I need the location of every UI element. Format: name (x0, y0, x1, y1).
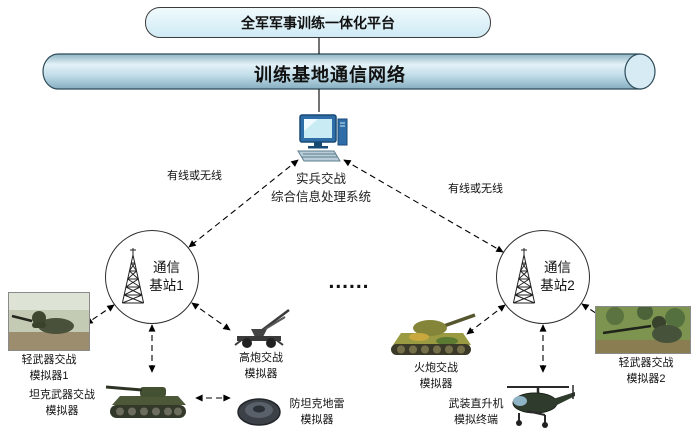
label-artillery-simulator: 火炮交战 模拟器 (414, 362, 458, 390)
tank-icon (105, 385, 186, 418)
label-aa-gun-simulator: 高炮交战 模拟器 (239, 352, 283, 380)
arrow-computer-station2 (343, 159, 504, 253)
aa-gun-icon (234, 309, 290, 348)
label-tank-simulator: 坦克武器交战 模拟器 (29, 389, 95, 417)
station1-label-line1: 通信 (152, 260, 180, 276)
anti-tank-mine-photo (235, 393, 283, 429)
processor-label: 实兵交战 综合信息处理系统 (246, 171, 396, 206)
computer-icon (297, 114, 348, 162)
computer-terminal (294, 113, 348, 165)
antenna-tower-icon (122, 248, 145, 304)
station1-label: 通信 基站1 (149, 259, 184, 294)
station2-label-line1: 通信 (543, 260, 571, 276)
link-label-right: 有线或无线 (448, 183, 503, 195)
helicopter-terminal-photo (505, 377, 577, 435)
arrow-station1-light1 (85, 304, 115, 325)
label-light-weapon-simulator-1: 轻武器交战 模拟器1 (21, 354, 77, 382)
base-station-1: 通信 基站1 (105, 230, 199, 324)
link-label-left: 有线或无线 (167, 170, 222, 182)
base-station-2: 通信 基站2 (496, 230, 590, 324)
tank-simulator-photo (102, 377, 192, 421)
light-weapon-simulator-2-photo (595, 304, 691, 354)
station2-label: 通信 基站2 (540, 259, 575, 294)
light-weapon-simulator-1-photo (8, 292, 90, 351)
helicopter-icon (507, 385, 575, 428)
station1-label-line2: 基站1 (149, 278, 184, 293)
mine-icon (237, 398, 281, 426)
processor-label-line1: 实兵交战 (295, 172, 346, 186)
network-cylinder (42, 53, 656, 90)
artillery-tank-icon (391, 313, 476, 355)
aa-gun-simulator-photo (227, 305, 295, 349)
station2-label-line2: 基站2 (540, 278, 575, 293)
arrow-station2-artillery (466, 304, 506, 335)
processor-label-line2: 综合信息处理系统 (270, 189, 371, 204)
platform-title-box: 全军军事训练一体化平台 (145, 7, 491, 38)
artillery-simulator-photo (385, 311, 477, 359)
label-light-weapon-simulator-2: 轻武器交战 模拟器2 (618, 357, 674, 385)
antenna-tower-icon (513, 248, 536, 304)
platform-title: 全军军事训练一体化平台 (241, 14, 395, 31)
stations-ellipsis: ...... (328, 270, 370, 293)
soldier-photo-icon (8, 292, 90, 351)
arrow-computer-station1 (188, 159, 299, 248)
label-helicopter-terminal: 武装直升机 模拟终端 (448, 398, 504, 426)
soldier-photo-icon (595, 304, 691, 354)
network-label: 训练基地通信网络 (254, 65, 406, 85)
arrow-station1-aagun (191, 302, 231, 331)
label-anti-tank-mine-simulator: 防坦克地雷 模拟器 (289, 398, 345, 426)
